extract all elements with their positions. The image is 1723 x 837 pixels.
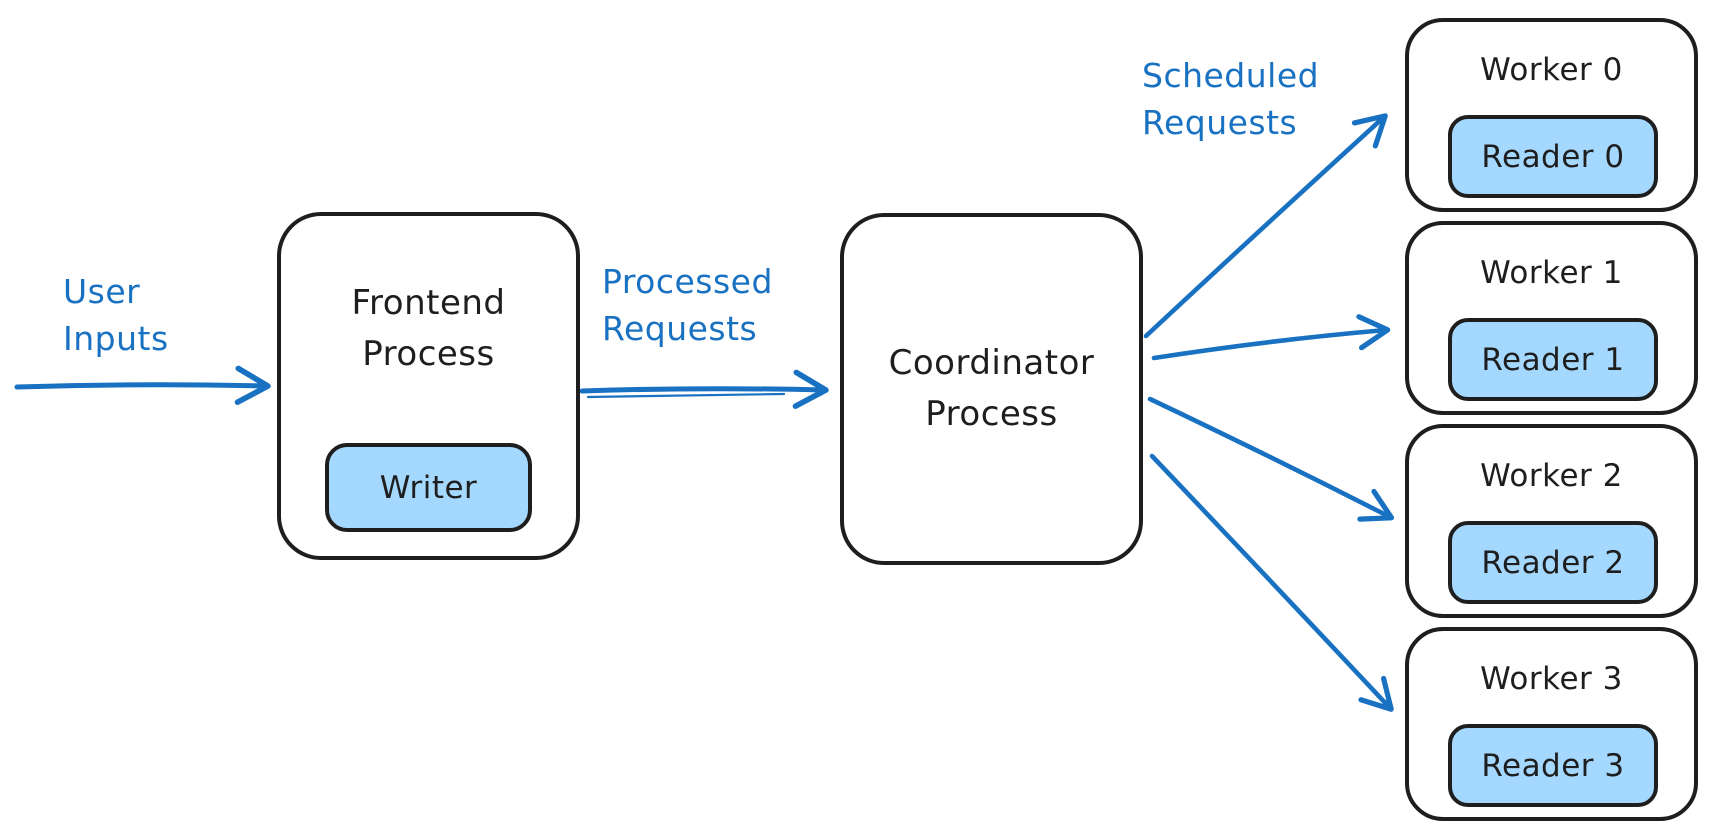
user-inputs-arrow <box>14 365 271 406</box>
writer-box: Writer <box>325 443 532 532</box>
reader-0-label: Reader 0 <box>1481 138 1625 175</box>
user-inputs-line2: Inputs <box>63 319 169 358</box>
processed-requests-line1: Processed <box>602 262 773 301</box>
scheduled-arrow-worker-0 <box>1143 113 1388 339</box>
reader-3-label: Reader 3 <box>1481 747 1625 784</box>
processed-requests-arrow-double-stroke <box>586 392 786 399</box>
worker-2-box: Worker 2 Reader 2 <box>1405 424 1698 618</box>
processed-requests-arrow <box>579 369 829 410</box>
reader-2-box: Reader 2 <box>1448 521 1658 604</box>
coordinator-title-line2: Process <box>925 394 1058 434</box>
frontend-title-line1: Frontend <box>351 283 506 323</box>
worker-0-box: Worker 0 Reader 0 <box>1405 18 1698 212</box>
user-inputs-line1: User <box>63 272 141 311</box>
worker-3-box: Worker 3 Reader 3 <box>1405 627 1698 821</box>
reader-2-label: Reader 2 <box>1481 544 1625 581</box>
frontend-title-line2: Process <box>362 334 495 374</box>
reader-1-label: Reader 1 <box>1481 341 1625 378</box>
reader-3-box: Reader 3 <box>1448 724 1658 807</box>
writer-label: Writer <box>379 469 478 506</box>
reader-1-box: Reader 1 <box>1448 318 1658 401</box>
scheduled-requests-line1: Scheduled <box>1142 56 1320 95</box>
reader-0-box: Reader 0 <box>1448 115 1658 198</box>
worker-3-title: Worker 3 <box>1480 661 1623 697</box>
worker-1-box: Worker 1 Reader 1 <box>1405 221 1698 415</box>
worker-0-title: Worker 0 <box>1480 52 1623 88</box>
worker-2-title: Worker 2 <box>1480 458 1623 494</box>
processed-requests-line2: Requests <box>602 309 758 348</box>
coordinator-title-line1: Coordinator <box>888 343 1095 383</box>
scheduled-requests-line2: Requests <box>1142 103 1298 142</box>
scheduled-arrow-worker-3 <box>1149 453 1394 712</box>
scheduled-arrow-worker-1 <box>1151 314 1391 361</box>
scheduled-arrow-worker-2 <box>1147 396 1395 522</box>
worker-1-title: Worker 1 <box>1480 255 1623 291</box>
